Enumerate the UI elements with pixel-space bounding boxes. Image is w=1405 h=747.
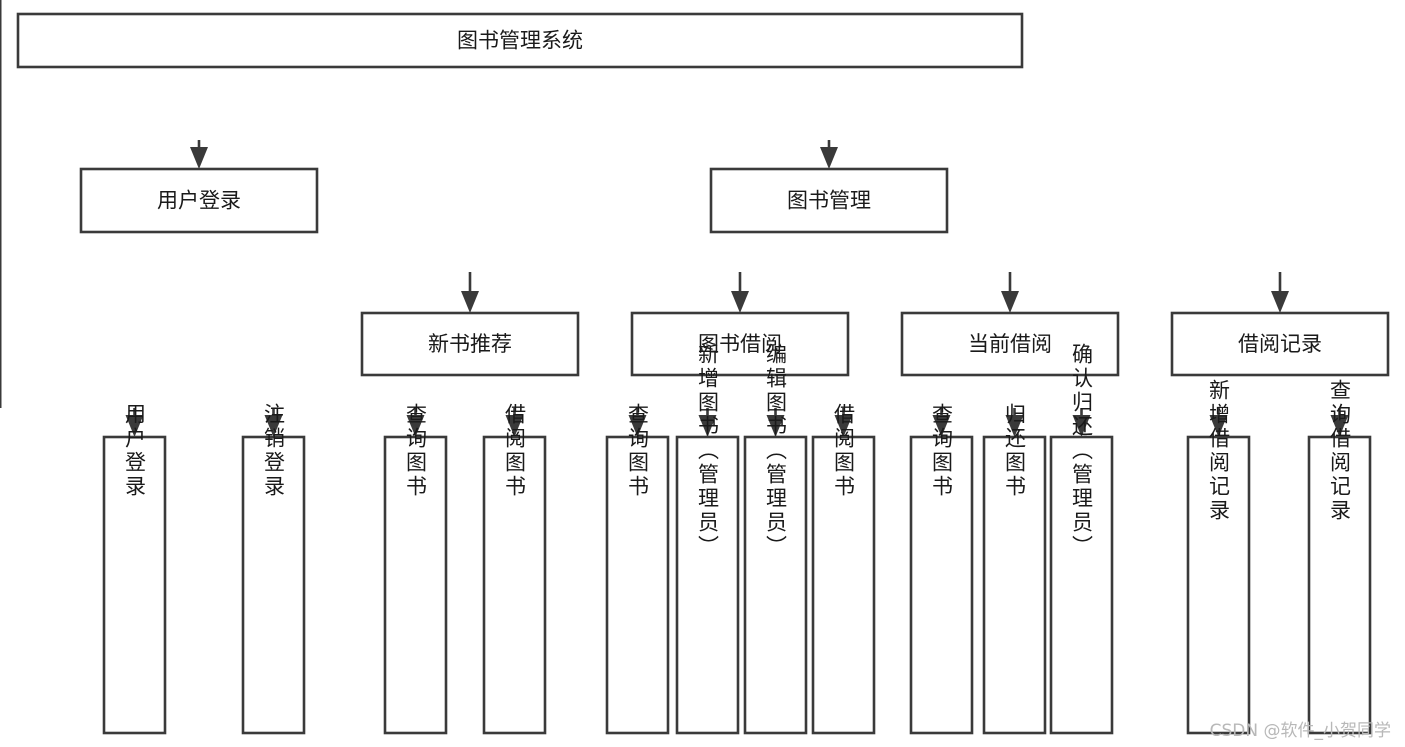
node-label-leaf-user-login: 用户登录 [123,403,147,499]
arrow-book-management-1 [731,291,749,313]
node-box-user-login [79,167,319,234]
node-box-leaf-query-book-recommend [383,435,448,735]
arrow-leaves-current-borrow-1 [1005,415,1024,437]
node-leaf-add-borrow-record[interactable]: 新增借阅记录 [1186,379,1251,735]
node-box-book-management [709,167,949,234]
arrow-leaves-book-borrow-3 [834,415,853,437]
node-label-leaf-logout: 注销登录 [262,403,286,499]
node-label-book-management: 图书管理 [787,189,871,213]
node-label-root: 图书管理系统 [457,29,583,53]
node-box-root [16,12,1024,69]
node-layer: 图书管理系统用户登录图书管理新书推荐图书借阅当前借阅借阅记录用户登录注销登录查询… [16,12,1390,735]
arrow-leaves-borrow-record-1 [1330,415,1349,437]
node-label-current-borrow: 当前借阅 [968,332,1052,356]
connector-layer [0,0,1349,437]
node-leaf-edit-book-admin[interactable]: 编辑图书（管理员） [743,343,808,735]
node-label-leaf-add-borrow-record: 新增借阅记录 [1207,379,1231,523]
node-leaf-query-book-borrow[interactable]: 查询图书 [605,403,670,735]
node-box-borrow-record [1170,311,1390,377]
node-label-leaf-edit-book-admin: 编辑图书（管理员） [764,343,788,559]
node-leaf-borrow-book[interactable]: 借阅图书 [811,403,876,735]
node-label-leaf-query-book-borrow: 查询图书 [626,403,650,499]
arrow-leaves-new-book-recommend-0 [406,415,425,437]
node-borrow-record[interactable]: 借阅记录 [1170,311,1390,377]
node-label-leaf-borrow-book-recommend: 借阅图书 [503,403,527,499]
arrow-book-management-2 [1001,291,1019,313]
arrow-leaves-current-borrow-0 [932,415,951,437]
arrow-book-management-3 [1271,291,1289,313]
node-box-leaf-borrow-book-recommend [482,435,547,735]
node-book-borrow[interactable]: 图书借阅 [630,311,850,377]
node-label-leaf-add-book-admin: 新增图书（管理员） [696,343,720,559]
arrow-leaves-current-borrow-2 [1072,415,1091,437]
node-label-leaf-query-borrow-record: 查询借阅记录 [1328,379,1352,523]
arrow-leaves-user-login-0 [125,415,144,437]
node-box-current-borrow [900,311,1120,377]
node-user-login[interactable]: 用户登录 [79,167,319,234]
arrow-leaves-new-book-recommend-1 [505,415,524,437]
node-leaf-logout[interactable]: 注销登录 [241,403,306,735]
csdn-watermark: CSDN @软件_小贺同学 [1209,721,1391,741]
node-box-leaf-query-borrow-record [1307,435,1372,735]
node-box-leaf-query-book-current [909,435,974,735]
node-box-leaf-user-login [102,435,167,735]
arrow-root-1 [820,147,838,169]
node-leaf-query-book-current[interactable]: 查询图书 [909,403,974,735]
arrow-root-0 [190,147,208,169]
node-leaf-query-book-recommend[interactable]: 查询图书 [383,403,448,735]
node-label-leaf-query-book-current: 查询图书 [930,403,954,499]
node-label-new-book-recommend: 新书推荐 [428,332,512,356]
node-label-book-borrow: 图书借阅 [698,332,782,356]
node-box-book-borrow [630,311,850,377]
node-leaf-return-book[interactable]: 归还图书 [982,403,1047,735]
node-box-leaf-return-book [982,435,1047,735]
node-box-new-book-recommend [360,311,580,377]
node-leaf-confirm-return-admin[interactable]: 确认归还（管理员） [1049,343,1114,735]
node-box-leaf-add-book-admin [675,435,740,735]
node-leaf-add-book-admin[interactable]: 新增图书（管理员） [675,343,740,735]
node-current-borrow[interactable]: 当前借阅 [900,311,1120,377]
node-label-leaf-query-book-recommend: 查询图书 [404,403,428,499]
node-label-borrow-record: 借阅记录 [1238,332,1322,356]
arrow-leaves-book-borrow-1 [698,415,717,437]
arrow-leaves-borrow-record-0 [1209,415,1228,437]
node-box-leaf-confirm-return-admin [1049,435,1114,735]
node-new-book-recommend[interactable]: 新书推荐 [360,311,580,377]
node-label-leaf-return-book: 归还图书 [1003,403,1027,499]
node-label-leaf-confirm-return-admin: 确认归还（管理员） [1070,343,1094,559]
node-label-leaf-borrow-book: 借阅图书 [832,403,856,499]
arrow-leaves-book-borrow-2 [766,415,785,437]
node-box-leaf-edit-book-admin [743,435,808,735]
node-box-leaf-query-book-borrow [605,435,670,735]
arrow-leaves-book-borrow-0 [628,415,647,437]
arrow-book-management-0 [461,291,479,313]
node-root[interactable]: 图书管理系统 [16,12,1024,69]
arrow-leaves-user-login-1 [264,415,283,437]
node-box-leaf-add-borrow-record [1186,435,1251,735]
node-box-leaf-logout [241,435,306,735]
node-book-management[interactable]: 图书管理 [709,167,949,234]
node-label-user-login: 用户登录 [157,189,241,213]
node-leaf-borrow-book-recommend[interactable]: 借阅图书 [482,403,547,735]
node-leaf-query-borrow-record[interactable]: 查询借阅记录 [1307,379,1372,735]
node-box-leaf-borrow-book [811,435,876,735]
node-leaf-user-login[interactable]: 用户登录 [102,403,167,735]
